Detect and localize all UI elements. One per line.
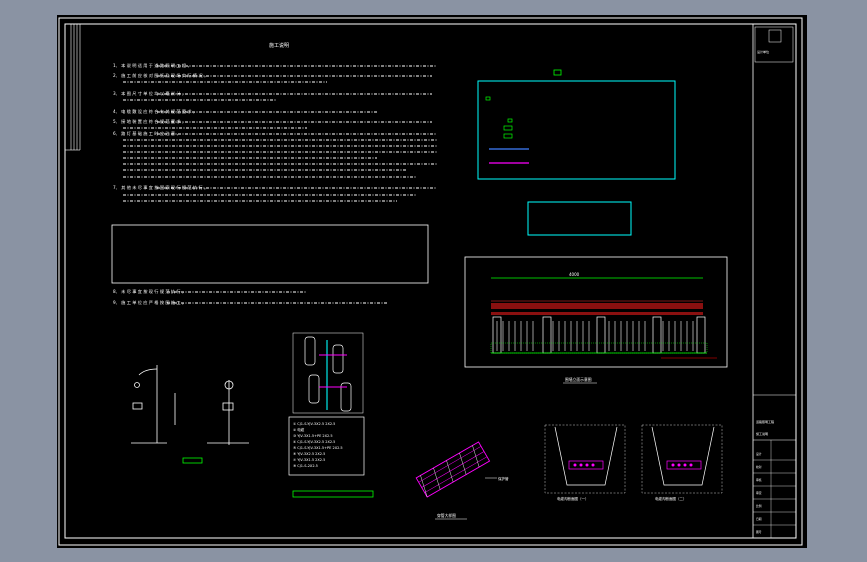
binding-strip bbox=[65, 24, 81, 151]
sheet-inner-border bbox=[64, 23, 797, 539]
plan-marker bbox=[553, 69, 562, 76]
cable-legend: ① CJ1-S-YJV-3X2.5 2X2.5 ② 电缆 ③ YJV-3X1.5… bbox=[293, 422, 343, 468]
svg-text:校对: 校对 bbox=[756, 465, 762, 469]
company-name: 设计单位 bbox=[757, 49, 769, 54]
pipe-title: 穿管大样图 bbox=[437, 513, 456, 518]
svg-text:审核: 审核 bbox=[756, 478, 762, 482]
svg-text:⑦ YJV-3X1.5 2X2.5: ⑦ YJV-3X1.5 2X2.5 bbox=[293, 458, 325, 462]
construction-notes: 1、 本 说 明 适 用 于 道 路 照 明 工 程 ， 2、 施 工 前 应 … bbox=[113, 62, 208, 191]
note-8: 8、 未 尽 事 宜 按 现 行 规 范 执 行 ， bbox=[113, 288, 186, 295]
pipe-detail: 保护管 穿管大样图 bbox=[415, 441, 509, 520]
note-3: 3、 本 图 尺 寸 单 位 均 以 毫 米 计 ， bbox=[113, 90, 186, 97]
svg-text:日期: 日期 bbox=[756, 517, 762, 521]
note-9: 9、 施 工 单 位 应 严 格 按 图 施 工 。 bbox=[113, 299, 186, 306]
drawing-viewport[interactable]: 施工说明 1、 本 说 明 适 用 于 道 路 照 明 工 程 ， 2、 施 工… bbox=[57, 15, 807, 548]
pipe-label: 保护管 bbox=[498, 476, 509, 481]
svg-text:⑤ CJ1-S-YJV-3X1.5+PE 2X2.5: ⑤ CJ1-S-YJV-3X1.5+PE 2X2.5 bbox=[293, 446, 343, 450]
fence-elevation: 4000 围墙立面示意图 bbox=[490, 272, 717, 384]
note-4: 4、 电 缆 敷 设 应 符 合 有 关 规 范 要 求 ， bbox=[113, 108, 197, 115]
svg-text:设计: 设计 bbox=[756, 452, 762, 456]
lamp-detail bbox=[131, 365, 249, 445]
trench-title-1: 电缆沟断面图（一） bbox=[557, 496, 589, 501]
note-6: 6、 路 灯 基 础 施 工 时 应 注 意 ， bbox=[113, 130, 181, 137]
plan-dot-1 bbox=[485, 96, 491, 101]
svg-text:① CJ1-S-YJV-3X2.5 2X2.5: ① CJ1-S-YJV-3X2.5 2X2.5 bbox=[293, 422, 335, 426]
svg-text:⑥ YJV-3X2.5 2X2.5: ⑥ YJV-3X2.5 2X2.5 bbox=[293, 452, 325, 456]
notes-tail: 8、 未 尽 事 宜 按 现 行 规 范 执 行 ， 9、 施 工 单 位 应 … bbox=[113, 288, 186, 306]
fence-title: 围墙立面示意图 bbox=[565, 377, 592, 382]
svg-text:比例: 比例 bbox=[756, 504, 762, 508]
sheet-outer-border bbox=[58, 17, 803, 546]
notes-title: 施工说明 bbox=[269, 42, 289, 49]
trench-title-2: 电缆沟断面图（二） bbox=[655, 496, 687, 501]
svg-text:图号: 图号 bbox=[756, 530, 762, 534]
drawing-name: 施工说明 bbox=[756, 431, 768, 436]
note-7: 7、 其 他 未 尽 事 宜 按 国 家 现 行 规 范 执 行 。 bbox=[113, 184, 208, 191]
trench-section-1: 电缆沟断面图（一） bbox=[544, 424, 626, 501]
note-1: 1、 本 说 明 适 用 于 道 路 照 明 工 程 ， bbox=[113, 62, 192, 69]
title-block: 设计单位 道路照明工程 施工说明 设计 校对 审核 审定 比例 日期 图号 bbox=[752, 24, 796, 538]
note-2: 2、 施 工 前 应 核 对 图 纸 及 现 场 实 际 情 况 ， bbox=[113, 72, 208, 79]
svg-text:审定: 审定 bbox=[756, 491, 762, 495]
parking-detail bbox=[292, 332, 364, 414]
notes-text-lines bbox=[123, 65, 437, 202]
plan-dot-3 bbox=[503, 125, 513, 131]
trench-section-2: 电缆沟断面图（二） bbox=[641, 424, 723, 501]
notes-table-box bbox=[111, 224, 429, 284]
site-plan-frame bbox=[477, 80, 676, 180]
cable-legend-label bbox=[292, 490, 374, 498]
lamp-detail-label bbox=[182, 457, 203, 464]
note-5: 5、 接 地 装 置 应 符 合 规 范 要 求 ， bbox=[113, 118, 186, 125]
svg-text:④ CJ1-S-YJV-3X2.5 2X2.5: ④ CJ1-S-YJV-3X2.5 2X2.5 bbox=[293, 440, 335, 444]
cad-drawing-canvas[interactable]: 施工说明 1、 本 说 明 适 用 于 道 路 照 明 工 程 ， 2、 施 工… bbox=[57, 15, 807, 548]
project-name: 道路照明工程 bbox=[756, 419, 774, 424]
svg-text:⑧ CJ1-S-2X2.5: ⑧ CJ1-S-2X2.5 bbox=[293, 464, 318, 468]
svg-text:③ YJV-3X1.5+PE 2X2.5: ③ YJV-3X1.5+PE 2X2.5 bbox=[293, 434, 333, 438]
fence-width-label: 4000 bbox=[569, 272, 580, 277]
plan-dot-2 bbox=[507, 118, 513, 123]
cable-legend-box bbox=[288, 416, 365, 476]
notes-tail-lines bbox=[167, 291, 387, 304]
small-cyan-box bbox=[527, 201, 632, 236]
svg-text:② 电缆: ② 电缆 bbox=[293, 427, 305, 432]
fence-elevation-frame bbox=[464, 256, 728, 368]
plan-dot-4 bbox=[503, 133, 513, 139]
